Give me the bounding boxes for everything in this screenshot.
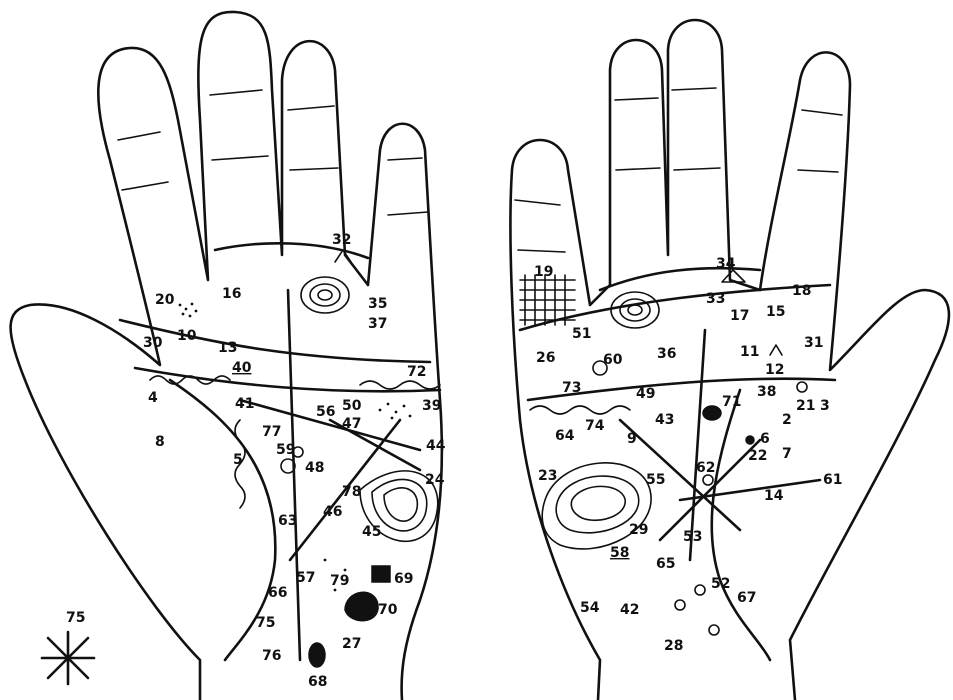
label-right-21: 21 — [796, 398, 815, 414]
label-right-33: 33 — [706, 291, 725, 307]
label-right-65: 65 — [656, 556, 675, 572]
label-right-18: 18 — [792, 283, 811, 299]
label-left-66: 66 — [268, 585, 287, 601]
label-right-23: 23 — [538, 468, 557, 484]
label-left-44: 44 — [426, 438, 446, 454]
label-right-7: 7 — [782, 446, 792, 462]
label-right-11: 11 — [740, 344, 759, 360]
label-right-36: 36 — [657, 346, 676, 362]
label-left-75: 75 — [256, 615, 275, 631]
label-left-32: 32 — [332, 232, 351, 248]
label-left-27: 27 — [342, 636, 361, 652]
label-right-49: 49 — [636, 386, 655, 402]
label-left-69: 69 — [394, 571, 413, 587]
label-left-78: 78 — [342, 484, 361, 500]
label-left-45: 45 — [362, 524, 381, 540]
label-left-35: 35 — [368, 296, 387, 312]
label-right-29: 29 — [629, 522, 648, 538]
label-right-53: 53 — [683, 529, 702, 545]
label-left-5: 5 — [233, 452, 243, 468]
label-left-50: 50 — [342, 398, 362, 414]
label-right-6: 6 — [760, 431, 770, 447]
label-left-63: 63 — [278, 513, 297, 529]
label-right-2: 2 — [782, 412, 792, 428]
right-hand — [510, 20, 949, 700]
label-left-4: 4 — [148, 390, 158, 406]
label-right-62: 62 — [696, 460, 715, 476]
label-left-46: 46 — [323, 504, 342, 520]
label-right-42: 42 — [620, 602, 639, 618]
label-left-70: 70 — [378, 602, 398, 618]
label-right-55: 55 — [646, 472, 665, 488]
label-right-34: 34 — [716, 256, 736, 272]
label-right-38: 38 — [757, 384, 776, 400]
label-right-19: 19 — [534, 264, 553, 280]
label-right-14: 14 — [764, 488, 784, 504]
label-right-64: 64 — [555, 428, 575, 444]
label-right-60: 60 — [603, 352, 623, 368]
label-left-24: 24 — [425, 472, 445, 488]
label-right-31: 31 — [804, 335, 823, 351]
label-right-52: 52 — [711, 576, 730, 592]
label-left-72: 72 — [407, 364, 426, 380]
label-left-20: 20 — [155, 292, 175, 308]
label-left-41: 41 — [235, 396, 254, 412]
label-right-71: 71 — [722, 394, 741, 410]
label-left-10: 10 — [177, 328, 197, 344]
label-left-59: 59 — [276, 442, 295, 458]
label-right-28: 28 — [664, 638, 683, 654]
label-left-8: 8 — [155, 434, 165, 450]
label-left-39: 39 — [422, 398, 441, 414]
label-right-61: 61 — [823, 472, 842, 488]
legend-star-icon — [42, 632, 94, 684]
label-right-54: 54 — [580, 600, 600, 616]
label-right-9: 9 — [627, 431, 637, 447]
label-right-43: 43 — [655, 412, 674, 428]
label-left-40: 40 — [232, 360, 252, 376]
label-left-48: 48 — [305, 460, 324, 476]
label-left-76: 76 — [262, 648, 281, 664]
label-right-15: 15 — [766, 304, 785, 320]
label-right-67: 67 — [737, 590, 756, 606]
label-left-57: 57 — [296, 570, 315, 586]
label-right-74: 74 — [585, 418, 605, 434]
left-fate-line — [288, 290, 300, 660]
label-left-47: 47 — [342, 416, 361, 432]
label-left-68: 68 — [308, 674, 327, 690]
label-left-79: 79 — [330, 573, 349, 589]
label-right-3: 3 — [820, 398, 830, 414]
label-left-13: 13 — [218, 340, 237, 356]
label-right-17: 17 — [730, 308, 749, 324]
label-right-12: 12 — [765, 362, 784, 378]
label-left-77: 77 — [262, 424, 281, 440]
label-right-58: 58 — [610, 545, 629, 561]
label-left-56: 56 — [316, 404, 335, 420]
right-hand-outline — [510, 20, 949, 700]
label-left-16: 16 — [222, 286, 241, 302]
label-right-22: 22 — [748, 448, 767, 464]
label-left-37: 37 — [368, 316, 387, 332]
right-fate-line — [690, 330, 705, 560]
legend-label: 75 — [66, 610, 85, 626]
label-right-73: 73 — [562, 380, 581, 396]
label-right-51: 51 — [572, 326, 591, 342]
label-left-30: 30 — [143, 335, 163, 351]
label-right-26: 26 — [536, 350, 555, 366]
